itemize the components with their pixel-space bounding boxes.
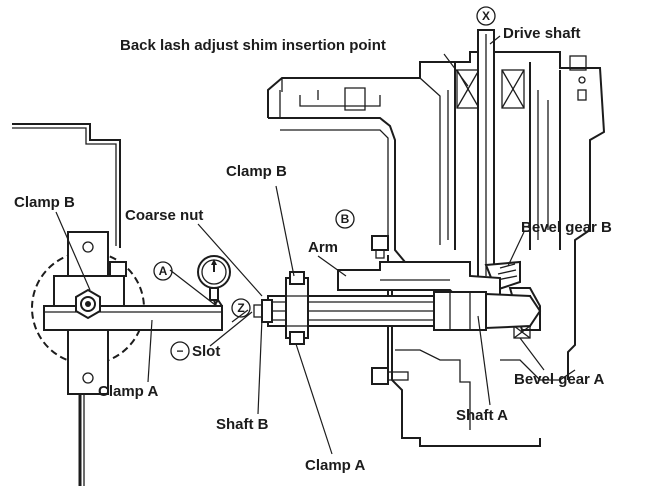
label-backlash-shim-point: Back lash adjust shim insertion point [120, 37, 386, 54]
label-coarse-nut: Coarse nut [125, 207, 203, 224]
label-bevel-gear-b: Bevel gear B [521, 219, 612, 236]
label-bevel-gear-a: Bevel gear A [514, 371, 604, 388]
dial-gauge-icon [197, 255, 231, 307]
label-arm: Arm [308, 239, 338, 256]
gear-housing [267, 51, 606, 447]
svg-text:Z: Z [237, 301, 244, 315]
clamp-b-mid-part [285, 271, 309, 345]
label-drive-shaft: Drive shaft [503, 25, 581, 42]
label-clamp-a-left: Clamp A [98, 383, 158, 400]
stand-fixture [12, 123, 223, 486]
label-shaft-b: Shaft B [216, 416, 269, 433]
marker-x: X [476, 6, 496, 26]
marker-minus: − [170, 341, 190, 361]
marker-a: A [153, 261, 173, 281]
arm-part [337, 261, 501, 302]
svg-text:B: B [341, 212, 350, 226]
svg-text:A: A [159, 264, 168, 278]
leader-lines [55, 35, 545, 455]
label-clamp-a-bottom: Clamp A [305, 457, 365, 474]
marker-b: B [335, 209, 355, 229]
svg-text:X: X [482, 9, 490, 23]
marker-z: Z [231, 298, 251, 318]
label-clamp-b-mid: Clamp B [226, 163, 287, 180]
svg-text:−: − [176, 344, 183, 358]
label-shaft-a: Shaft A [456, 407, 508, 424]
drive-shaft [477, 29, 495, 281]
label-clamp-b-left: Clamp B [14, 194, 75, 211]
shaft-assembly [253, 291, 542, 331]
label-slot: Slot [192, 343, 220, 360]
